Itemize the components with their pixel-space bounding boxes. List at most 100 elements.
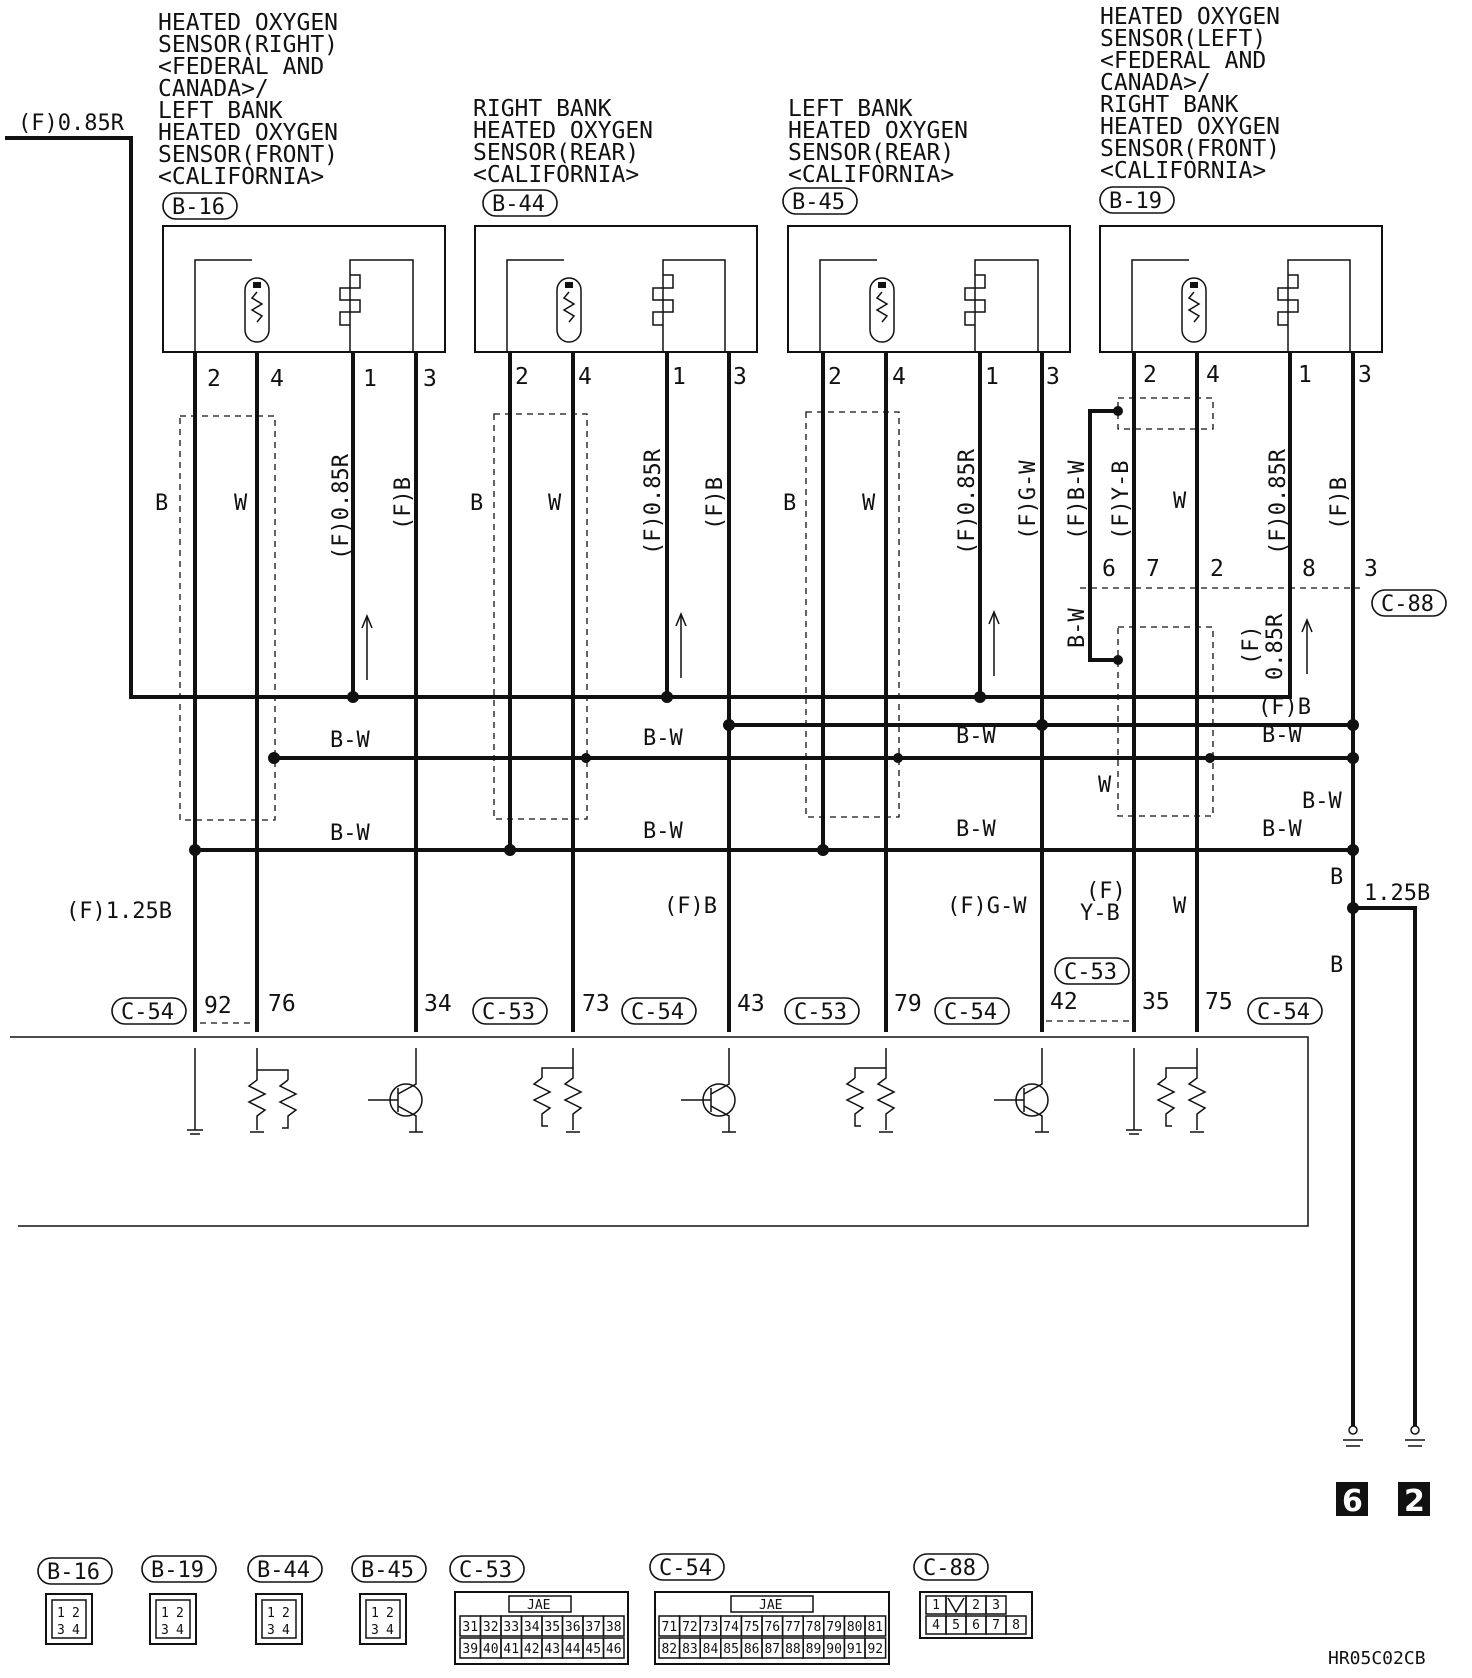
svg-text:(F): (F) — [1086, 879, 1126, 904]
svg-text:<FEDERAL AND: <FEDERAL AND — [1100, 48, 1266, 74]
sensor-title-b16: HEATED OXYGEN SENSOR(RIGHT) <FEDERAL AND… — [158, 10, 338, 190]
ground-label-2: 2 — [1404, 1484, 1425, 1519]
svg-text:<CALIFORNIA>: <CALIFORNIA> — [788, 162, 954, 188]
svg-text:6: 6 — [1102, 556, 1116, 582]
svg-text:B-W: B-W — [1302, 789, 1342, 814]
legend-pin: 80 — [847, 1620, 863, 1635]
legend-pin: 82 — [661, 1642, 677, 1657]
svg-text:3: 3 — [733, 364, 747, 390]
svg-text:HEATED OXYGEN: HEATED OXYGEN — [473, 118, 653, 144]
legend-pin: 7 — [992, 1618, 1000, 1633]
svg-text:(F)0.85R: (F)0.85R — [18, 111, 125, 136]
legend-pin: 86 — [744, 1642, 760, 1657]
svg-text:73: 73 — [582, 991, 610, 1017]
svg-text:CANADA>/: CANADA>/ — [1100, 70, 1211, 96]
svg-text:(F)Y-B: (F)Y-B — [1109, 461, 1134, 540]
svg-text:W: W — [548, 491, 562, 516]
ecu-internal-circuits — [187, 1048, 1207, 1135]
legend-pin: 92 — [867, 1642, 883, 1657]
connector-id-b16: B-16 — [162, 192, 238, 220]
legend-pin: 89 — [806, 1642, 822, 1657]
svg-text:4: 4 — [176, 1623, 184, 1638]
svg-text:76: 76 — [268, 991, 296, 1017]
svg-text:B-44: B-44 — [257, 1558, 310, 1583]
legend-pin: 74 — [723, 1620, 739, 1635]
legend-pin: 38 — [606, 1620, 622, 1635]
legend-pin: 87 — [764, 1642, 780, 1657]
svg-text:0.85R: 0.85R — [1263, 613, 1288, 680]
svg-text:W: W — [1173, 489, 1187, 514]
svg-text:2: 2 — [1210, 556, 1224, 582]
svg-text:(F)G-W: (F)G-W — [947, 894, 1027, 919]
connector-id-b45: B-45 — [782, 187, 858, 215]
svg-text:1: 1 — [672, 364, 686, 390]
svg-text:3: 3 — [423, 366, 437, 392]
legend-pin: 84 — [703, 1642, 719, 1657]
svg-text:C-53: C-53 — [794, 1000, 847, 1025]
connector-id-c88: C-88 — [1371, 589, 1447, 617]
key-mark — [947, 1597, 965, 1614]
legend-pin: 32 — [483, 1620, 499, 1635]
svg-text:C-54: C-54 — [944, 1000, 997, 1025]
legend-pin: 41 — [503, 1642, 519, 1657]
svg-text:B-16: B-16 — [172, 195, 225, 220]
legend-pin: 5 — [952, 1618, 960, 1633]
svg-text:(F)B: (F)B — [664, 894, 717, 919]
svg-text:(F): (F) — [1239, 625, 1264, 665]
svg-text:SENSOR(REAR): SENSOR(REAR) — [473, 140, 639, 166]
legend-cell — [602, 1637, 625, 1659]
svg-text:RIGHT BANK: RIGHT BANK — [473, 96, 612, 122]
svg-text:75: 75 — [1205, 989, 1233, 1015]
svg-text:B-W: B-W — [330, 728, 370, 753]
svg-text:C-88: C-88 — [923, 1556, 976, 1581]
svg-text:42: 42 — [1050, 989, 1078, 1015]
legend-pin: 78 — [806, 1620, 822, 1635]
svg-text:RIGHT BANK: RIGHT BANK — [1100, 92, 1239, 118]
svg-text:B-44: B-44 — [492, 192, 545, 217]
svg-text:35: 35 — [1142, 989, 1170, 1015]
svg-text:(F)G-W: (F)G-W — [1016, 460, 1041, 540]
legend-pin: 2 — [972, 1598, 980, 1613]
svg-text:79: 79 — [894, 991, 922, 1017]
svg-text:2: 2 — [828, 364, 842, 390]
svg-text:1: 1 — [985, 364, 999, 390]
svg-text:1: 1 — [371, 1606, 379, 1621]
pins-b16: 2 4 1 3 — [207, 366, 437, 392]
svg-text:SENSOR(FRONT): SENSOR(FRONT) — [158, 142, 338, 168]
svg-text:CANADA>/: CANADA>/ — [158, 76, 269, 102]
svg-text:C-54: C-54 — [659, 1556, 712, 1581]
svg-text:<FEDERAL AND: <FEDERAL AND — [158, 54, 324, 80]
legend-pin: 46 — [606, 1642, 622, 1657]
svg-text:JAE: JAE — [527, 1598, 550, 1613]
svg-text:2: 2 — [515, 364, 529, 390]
svg-text:(F)B: (F)B — [703, 477, 728, 530]
lower-wire-labels: (F)1.25B (F)B (F)G-W (F) Y-B W W B B 1.2… — [66, 773, 1430, 978]
wires — [5, 136, 1417, 1426]
svg-text:<CALIFORNIA>: <CALIFORNIA> — [1100, 158, 1266, 184]
svg-text:4: 4 — [892, 364, 906, 390]
diagram-code: HR05C02CB — [1328, 1648, 1426, 1669]
svg-text:3: 3 — [1046, 364, 1060, 390]
svg-text:(F)B-W: (F)B-W — [1065, 460, 1090, 540]
svg-text:HEATED OXYGEN: HEATED OXYGEN — [158, 10, 338, 36]
svg-text:B-19: B-19 — [151, 1558, 204, 1583]
ground-label-6: 6 — [1342, 1484, 1363, 1519]
svg-text:B-16: B-16 — [47, 1560, 100, 1585]
legend-pin: 3 — [992, 1598, 1000, 1613]
sensor-title-b19: HEATED OXYGEN SENSOR(LEFT) <FEDERAL AND … — [1100, 4, 1280, 184]
svg-text:1: 1 — [1298, 362, 1312, 388]
svg-text:B-W: B-W — [1262, 723, 1302, 748]
svg-text:2: 2 — [282, 1606, 290, 1621]
svg-text:1: 1 — [57, 1606, 65, 1621]
svg-text:1.25B: 1.25B — [1364, 881, 1430, 906]
svg-text:(F)1.25B: (F)1.25B — [66, 899, 172, 924]
legend-pin: 88 — [785, 1642, 801, 1657]
svg-text:3: 3 — [371, 1623, 379, 1638]
svg-text:LEFT BANK: LEFT BANK — [158, 98, 283, 124]
svg-text:B-45: B-45 — [361, 1558, 414, 1583]
